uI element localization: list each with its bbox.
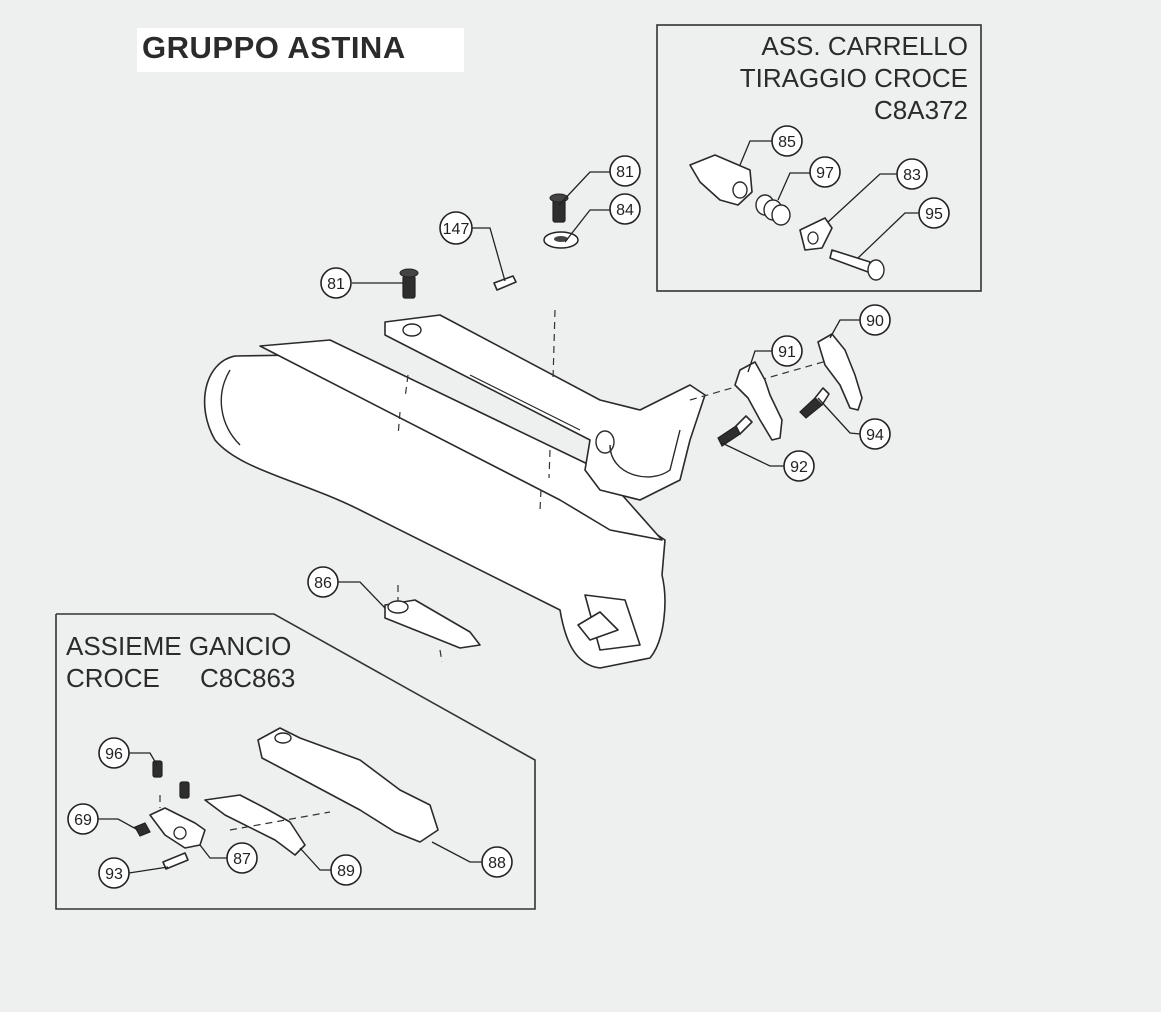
- svg-text:95: 95: [925, 206, 943, 223]
- callout-96: 96: [98, 737, 158, 769]
- callout-147: 147: [439, 211, 506, 282]
- callout-81-left: 81: [320, 267, 403, 299]
- svg-text:89: 89: [337, 863, 355, 880]
- latch-87: [149, 807, 206, 849]
- callout-88: 88: [431, 841, 513, 878]
- lever-91: [734, 361, 783, 441]
- title-background: [137, 28, 464, 72]
- svg-text:90: 90: [866, 313, 884, 330]
- callout-94: 94: [817, 397, 891, 450]
- carrello-label-line2: TIRAGGIO CROCE: [739, 63, 968, 93]
- svg-text:83: 83: [903, 167, 921, 184]
- gancio-label-line2: CROCE: [66, 663, 160, 693]
- callout-86: 86: [307, 566, 386, 609]
- callout-93: 93: [98, 857, 169, 889]
- spring-94: [799, 387, 830, 419]
- forend-body: [203, 339, 666, 669]
- svg-text:92: 92: [790, 459, 808, 476]
- gancio-label-line1: ASSIEME GANCIO: [66, 631, 292, 661]
- callout-85: 85: [739, 125, 803, 166]
- washer-84: [543, 231, 579, 249]
- pin-93: [162, 852, 189, 870]
- gancio-assembly-frame: [55, 613, 536, 910]
- svg-text:87: 87: [233, 851, 251, 868]
- carrello-assembly-frame: [656, 24, 982, 292]
- pin-69: [134, 822, 151, 837]
- svg-text:88: 88: [488, 855, 506, 872]
- svg-text:97: 97: [816, 165, 834, 182]
- svg-text:84: 84: [616, 202, 634, 219]
- carrello-label-line1: ASS. CARRELLO: [761, 31, 968, 61]
- slide-85: [689, 154, 753, 206]
- svg-text:69: 69: [74, 812, 92, 829]
- svg-text:81: 81: [616, 164, 634, 181]
- callout-81-upper: 81: [558, 155, 641, 206]
- svg-text:147: 147: [443, 221, 470, 238]
- callout-95: 95: [857, 197, 950, 259]
- callout-84: 84: [564, 193, 641, 243]
- diagram-title: GRUPPO ASTINA: [142, 30, 406, 65]
- svg-text:93: 93: [105, 866, 123, 883]
- callout-91: 91: [747, 335, 803, 373]
- hook-88: [257, 727, 439, 843]
- spring-97: [755, 194, 791, 226]
- svg-text:96: 96: [105, 746, 123, 763]
- lever-90: [817, 333, 863, 411]
- svg-text:85: 85: [778, 134, 796, 151]
- svg-text:94: 94: [866, 427, 884, 444]
- pin-147: [493, 275, 517, 291]
- screw-95: [829, 249, 885, 281]
- callout-87: 87: [199, 842, 258, 874]
- spring-96: [152, 760, 190, 799]
- callout-90: 90: [829, 304, 891, 339]
- latch-86: [384, 599, 481, 649]
- plate-83: [799, 217, 833, 251]
- carrello-code: C8A372: [874, 95, 968, 125]
- forend-iron: [384, 314, 706, 501]
- callout-97: 97: [777, 156, 841, 201]
- svg-text:91: 91: [778, 344, 796, 361]
- screw-81-left: [399, 268, 419, 299]
- svg-text:86: 86: [314, 575, 332, 592]
- svg-text:81: 81: [327, 276, 345, 293]
- gancio-code: C8C863: [200, 663, 296, 693]
- callout-89: 89: [299, 847, 362, 886]
- callout-83: 83: [827, 158, 928, 223]
- spring-92: [717, 415, 753, 447]
- callout-69: 69: [67, 803, 139, 835]
- callout-92: 92: [721, 442, 815, 482]
